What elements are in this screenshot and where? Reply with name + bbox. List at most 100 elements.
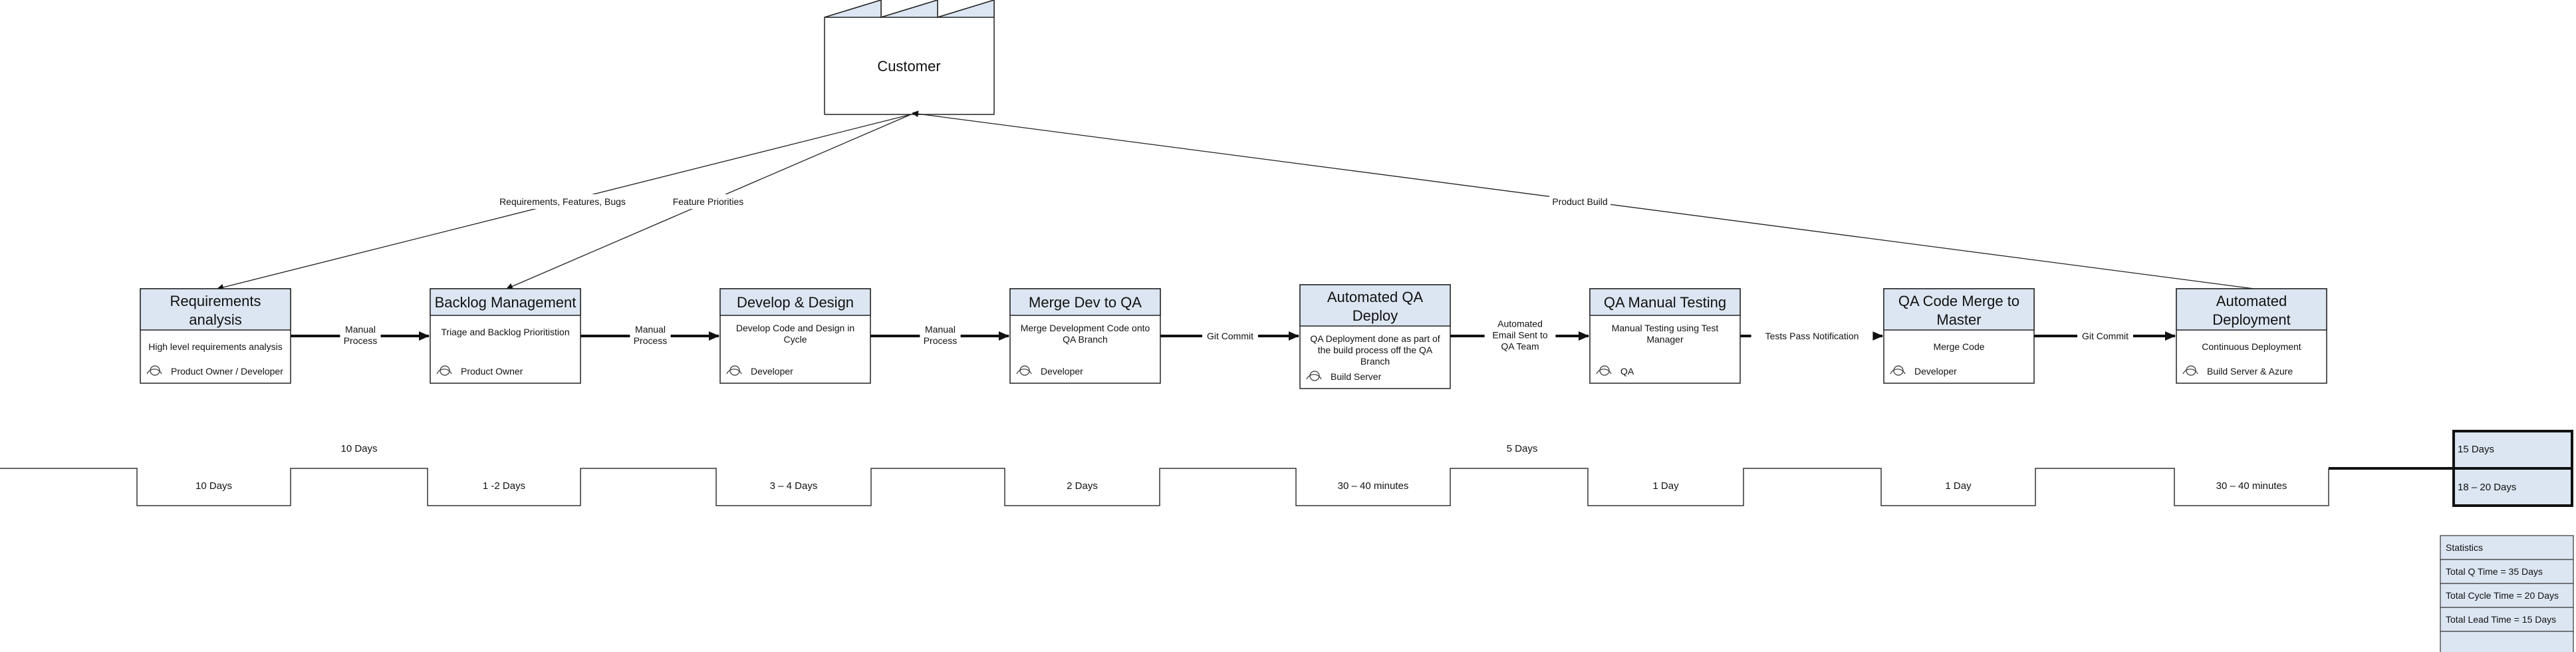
push-arrow: Git Commit [1160,329,1299,343]
process-owner: Developer [751,366,793,377]
timeline-summary-box: 15 Days 18 – 20 Days [2452,430,2573,507]
push-arrow: Git Commit [2034,329,2176,343]
push-arrow-label: Tests Pass Notification [1765,331,1859,341]
process-description: Manual Testing using Test [1612,323,1719,333]
operator-icon [1890,365,1906,376]
push-arrow-label: Git Commit [2082,331,2128,341]
timeline: 10 Days 1 -2 Days 3 – 4 Days 2 Days 30 – 40 … [0,430,2573,507]
process-owner: Developer [1914,366,1957,377]
push-arrow-label: Automated [1497,319,1543,329]
process-box-header [1009,288,1161,316]
customer-roof-fill [824,0,995,19]
timeline-line [0,468,2329,506]
push-arrow-label: Process [924,335,958,346]
operator-icon [1306,371,1322,381]
process-box-header [1883,288,2035,331]
push-arrow: Tests Pass Notification [1740,329,1883,343]
process-title: Master [1936,311,1981,328]
push-arrow-label: Git Commit [1207,331,1253,341]
cycle-time-label: 30 – 40 minutes [1338,480,1409,492]
process-box[interactable]: Merge Dev to QA Merge Development Code on… [1009,288,1161,384]
statistics-value: Total Cycle Time = 20 Days [2446,590,2559,601]
customer-node[interactable]: Customer [824,0,995,115]
push-arrow-label: Manual [345,324,376,335]
push-arrow-label: QA Team [1501,341,1539,352]
statistics-title-cell [2440,535,2574,560]
push-arrow-label: Manual [925,324,956,335]
cycle-time-label: 10 Days [195,480,232,492]
process-description: the build process off the QA [1318,345,1433,355]
operator-icon [1016,365,1032,376]
process-description: Merge Development Code onto [1021,323,1150,333]
statistics-row [2440,607,2574,632]
process-owner: Build Server & Azure [2207,366,2293,377]
info-flow-labels: Requirements, Features, Bugs Feature Pri… [495,194,1610,209]
statistics-value: Total Lead Time = 15 Days [2446,614,2556,625]
info-flow-label: Product Build [1552,196,1607,207]
process-title: analysis [189,311,241,328]
process-box-header [1299,284,1451,327]
process-box-header [430,288,581,316]
cycle-time-label: 1 -2 Days [483,480,525,492]
timeline-summary-top: 15 Days [2458,444,2494,455]
process-box-header [140,288,291,331]
process-title: Merge Dev to QA [1029,294,1142,311]
process-owner: Developer [1041,366,1083,377]
process-description: QA Deployment done as part of [1310,333,1440,344]
process-description: Branch [1360,356,1390,367]
process-title: Backlog Management [435,294,577,311]
process-owner: Product Owner [461,366,523,377]
operator-icon [146,365,162,376]
process-box-header [1589,288,1741,316]
cycle-time-label: 1 Day [1652,480,1679,492]
statistics-title: Statistics [2446,542,2483,553]
cycle-time-label: 2 Days [1067,480,1098,492]
push-arrow-label: Manual [635,324,666,335]
operator-icon [2182,365,2198,376]
process-description: Continuous Deployment [2202,341,2301,352]
push-arrow-label: Process [634,335,668,346]
process-title: QA Code Merge to [1898,293,2019,309]
customer-label: Customer [877,58,940,75]
statistics-row [2440,631,2574,652]
wait-time-label: 5 Days [1507,443,1538,454]
timeline-summary-bottom: 18 – 20 Days [2458,482,2516,493]
statistics-value: Total Q Time = 35 Days [2446,566,2543,577]
process-title: Automated [2216,293,2287,309]
statistics-row [2440,559,2574,584]
process-description: Develop Code and Design in [736,323,854,333]
push-arrow-label: Process [344,335,378,346]
process-owner: QA [1620,366,1634,377]
info-flow-label: Feature Priorities [673,196,744,207]
process-title: Automated QA [1327,289,1424,305]
process-description: Cycle [783,334,807,345]
process-description: High level requirements analysis [148,341,283,352]
wait-time-label: 10 Days [340,443,377,454]
process-title: Deployment [2212,311,2290,328]
process-title: Requirements [170,293,261,309]
operator-icon [1596,365,1612,376]
process-box[interactable]: Automated QA Deploy QA Deployment done as … [1299,284,1451,389]
process-description: Merge Code [1933,341,1984,352]
process-description: Triage and Backlog Prioritistion [441,327,569,337]
process-owner: Build Server [1331,371,1382,382]
process-title: Deploy [1352,307,1398,324]
operator-icon [726,365,742,376]
process-owner: Product Owner / Developer [171,366,283,377]
cycle-time-label: 3 – 4 Days [770,480,818,492]
push-arrow-label: Email Sent to [1492,330,1547,341]
